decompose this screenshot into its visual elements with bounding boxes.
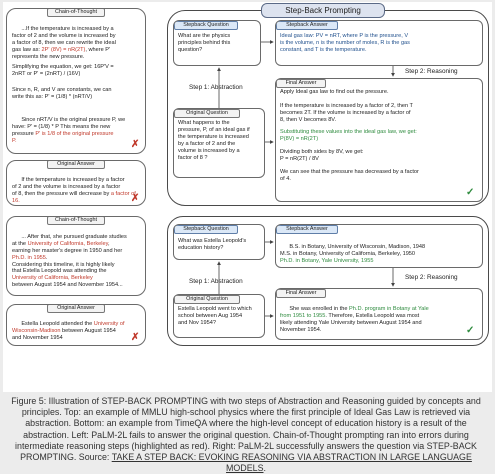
bottom-orig-answer-b-error: University of Wisconsin-Madison <box>12 320 125 334</box>
top-orig-question-title: Original Question <box>174 109 240 118</box>
bottom-final-check-icon: ✓ <box>466 325 475 336</box>
bottom-stepback-question-title: Stepback Question <box>174 225 238 234</box>
top-cot-title: Chain-of-Thought <box>47 9 105 17</box>
top-stepback-answer-title: Stepback Answer <box>276 21 338 30</box>
top-cot-p1a: ...If the temperature is increased by a … <box>12 25 116 53</box>
bottom-orig-answer-cross-icon: ✗ <box>131 332 140 343</box>
bottom-step1-label: Step 1: Abstraction <box>189 278 243 285</box>
bottom-cot-f-error: University of California, Berkeley <box>12 275 93 282</box>
top-cot-cross-icon: ✗ <box>131 139 140 150</box>
bottom-cot-box: Chain-of-Thought ... After that, she pur… <box>6 216 146 296</box>
bottom-cot-text: ... After that, she pursued graduate stu… <box>12 227 144 295</box>
bottom-final-b: Ph.D. program in Botany at Yale from 195… <box>280 305 429 319</box>
bottom-stepback-question-box: Stepback Question What was Estella Leopo… <box>173 224 265 260</box>
top-orig-answer-a: If the temperature is increased by a fac… <box>12 176 125 197</box>
caption-end: . <box>263 463 266 474</box>
bottom-cot-c: , earning her master's degree in 1950 an… <box>12 240 123 254</box>
top-cot-box: Chain-of-Thought ...If the temperature i… <box>6 8 146 154</box>
top-final-p5: We can see that the pressure has decreas… <box>280 169 419 182</box>
top-step2-label: Step 2: Reasoning <box>405 68 458 75</box>
top-final-p1: Apply Ideal gas law to find out the pres… <box>280 89 389 95</box>
bottom-stepback-answer-text: B.S. in Botany, University of Wisconsin,… <box>280 237 482 267</box>
top-cot-p4: Since nRT/V is the original pressure P, … <box>12 110 144 151</box>
top-final-p2: If the temperature is increased by a fac… <box>280 103 413 123</box>
bottom-final-answer-box: Final Answer She was enrolled in the Ph.… <box>275 288 483 340</box>
top-step1-label: Step 1: Abstraction <box>189 84 243 91</box>
bottom-stepback-answer-a2: Ph.D. in Botany, Yale University, 1955 <box>280 257 374 264</box>
top-stepback-banner: Step-Back Prompting <box>261 3 385 18</box>
bottom-cot-d-error: Ph.D. in 1955 <box>12 254 46 261</box>
top-final-p4: Dividing both sides by 8V, we get: P = n… <box>280 149 364 162</box>
bottom-orig-answer-title: Original Answer <box>47 305 105 313</box>
top-final-check-icon: ✓ <box>466 187 475 198</box>
bottom-final-answer-title: Final Answer <box>276 289 326 298</box>
top-final-p3: Substituting these values into the ideal… <box>280 129 417 142</box>
top-orig-answer-text: If the temperature is increased by a fac… <box>12 170 144 205</box>
bottom-stepback-answer-box: Stepback Answer B.S. in Botany, Universi… <box>275 224 483 268</box>
top-orig-question-box: Original Question What happens to the pr… <box>173 108 265 178</box>
top-cot-p2: Simplifying the equation, we get: 16P'V … <box>12 64 114 77</box>
bottom-orig-answer-text: Estella Leopold attended the University … <box>12 314 144 345</box>
bottom-cot-e: . Considering this timeline, it is highl… <box>12 254 115 275</box>
top-cot-text: ...If the temperature is increased by a … <box>12 19 144 67</box>
top-stepback-answer-text: Ideal gas law: PV = nRT, where P is the … <box>280 33 410 53</box>
top-orig-question-text: What happens to the pressure, P, of an i… <box>178 120 250 161</box>
top-orig-answer-title: Original Answer <box>47 161 105 169</box>
bottom-cot-b-error: University of California, Berkeley <box>27 240 108 247</box>
figure-caption: Figure 5: Illustration of STEP-BACK PROM… <box>6 396 486 474</box>
bottom-cot-a: ... After that, she pursued graduate stu… <box>12 233 127 247</box>
bottom-final-a: She was enrolled in the <box>289 305 350 312</box>
top-cot-p3: Since n, R, and V are constants, we can … <box>12 87 112 100</box>
bottom-final-text: She was enrolled in the Ph.D. program in… <box>280 299 468 339</box>
bottom-orig-question-text: Estella Leopold went to which school bet… <box>178 306 252 326</box>
bottom-stepback-question-text: What was Estella Leopold's education his… <box>178 238 247 251</box>
bottom-step2-label: Step 2: Reasoning <box>405 274 458 281</box>
top-stepback-question-text: What are the physics principles behind t… <box>178 33 231 53</box>
bottom-stepback-answer-title: Stepback Answer <box>276 225 338 234</box>
bottom-orig-answer-box: Original Answer Estella Leopold attended… <box>6 304 146 346</box>
bottom-stepback-answer-a1: B.S. in Botany, University of Wisconsin,… <box>280 243 426 257</box>
bottom-orig-answer-a: Estella Leopold attended the <box>21 320 94 327</box>
top-stepback-question-title: Stepback Question <box>174 21 238 30</box>
bottom-orig-question-box: Original Question Estella Leopold went t… <box>173 294 265 338</box>
top-orig-answer-cross-icon: ✗ <box>131 193 140 204</box>
top-cot-p1c: , where P' represents the new pressure. <box>12 46 111 60</box>
top-stepback-answer-box: Stepback Answer Ideal gas law: PV = nRT,… <box>275 20 483 66</box>
top-final-answer-title: Final Answer <box>276 79 326 88</box>
bottom-cot-g: between August 1954 and November 1954... <box>12 282 123 289</box>
top-orig-answer-box: Original Answer If the temperature is in… <box>6 160 146 206</box>
top-cot-p4b-error: P' is 1/8 of the original pressure P. <box>12 130 114 144</box>
bottom-orig-question-title: Original Question <box>174 295 240 304</box>
bottom-cot-title: Chain-of-Thought <box>47 217 105 225</box>
connector-arrows <box>217 40 395 318</box>
top-cot-p4a: Since nRT/V is the original pressure P, … <box>12 116 126 137</box>
caption-text: Figure 5: Illustration of STEP-BACK PROM… <box>11 396 481 463</box>
top-cot-p1b-error: 2P' (8V) = nR(2T) <box>41 46 86 53</box>
top-final-answer-box: Final Answer Apply Ideal gas law to find… <box>275 78 483 202</box>
top-orig-answer-b-error: a factor of 16. <box>12 190 136 204</box>
top-stepback-question-box: Stepback Question What are the physics p… <box>173 20 261 66</box>
bottom-orig-answer-c: between August 1954 and November 1954 <box>12 327 116 341</box>
bottom-final-c: . Therefore, Estella Leopold was most li… <box>280 312 422 333</box>
step-back-diagram: Chain-of-Thought ...If the temperature i… <box>3 2 492 392</box>
